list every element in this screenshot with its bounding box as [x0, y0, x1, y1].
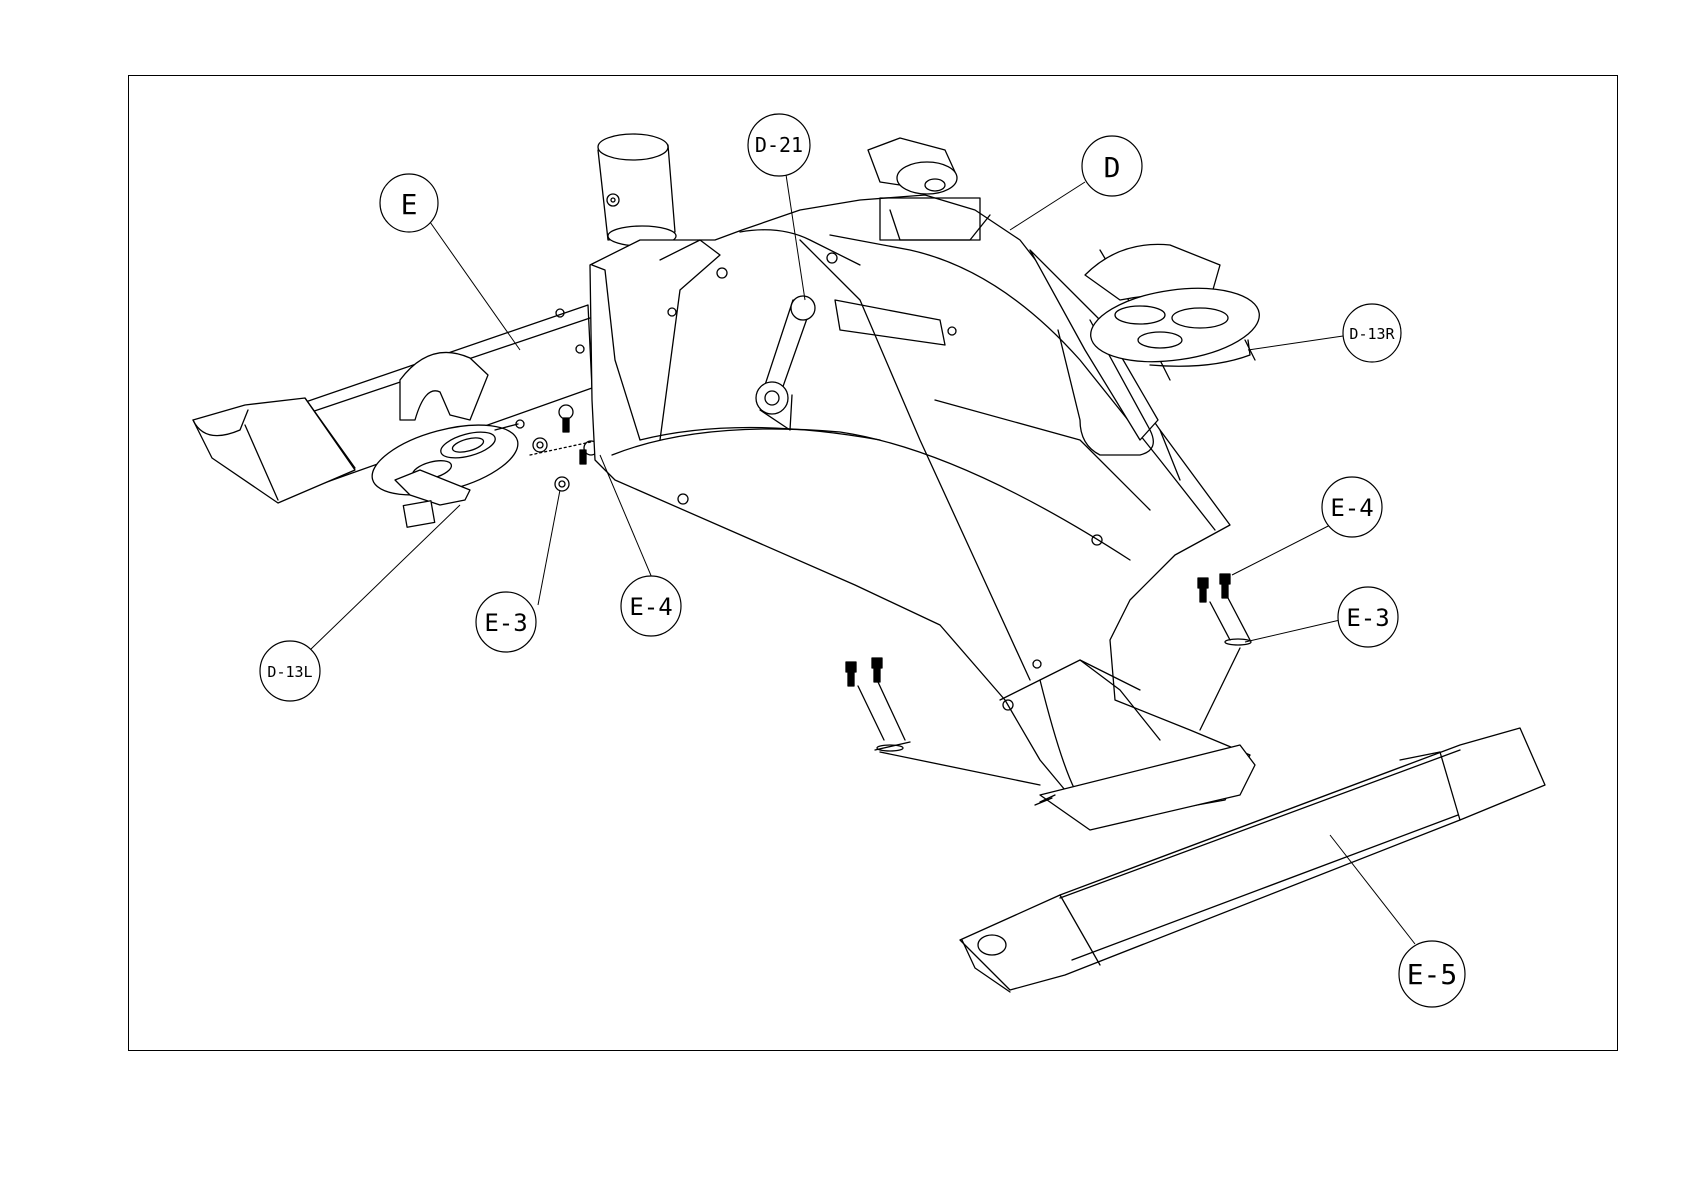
svg-text:D: D	[1104, 151, 1121, 184]
svg-text:E-4: E-4	[629, 593, 672, 621]
svg-text:E-3: E-3	[1346, 604, 1389, 632]
svg-text:D-13L: D-13L	[267, 663, 312, 681]
svg-text:E-5: E-5	[1407, 958, 1458, 991]
svg-text:E-3: E-3	[484, 609, 527, 637]
right-pedal	[1085, 244, 1264, 371]
svg-text:E-4: E-4	[1330, 494, 1373, 522]
svg-text:E: E	[401, 188, 418, 221]
left-bolts-washers	[530, 405, 600, 491]
callout-E-4-left: E-4	[621, 576, 681, 636]
callout-D-13L: D-13L	[260, 641, 320, 701]
callout-D-13R: D-13R	[1343, 304, 1401, 362]
svg-text:D-21: D-21	[755, 133, 803, 157]
svg-text:D-13R: D-13R	[1349, 325, 1395, 343]
callout-E-5: E-5	[1399, 941, 1465, 1007]
callout-E-4-right: E-4	[1322, 477, 1382, 537]
callout-D: D	[1082, 136, 1142, 196]
callout-D-21: D-21	[748, 114, 810, 176]
callout-E: E	[380, 174, 438, 232]
callout-E-3-right: E-3	[1338, 587, 1398, 647]
seat-post	[598, 134, 676, 246]
callout-E-3-left: E-3	[476, 592, 536, 652]
